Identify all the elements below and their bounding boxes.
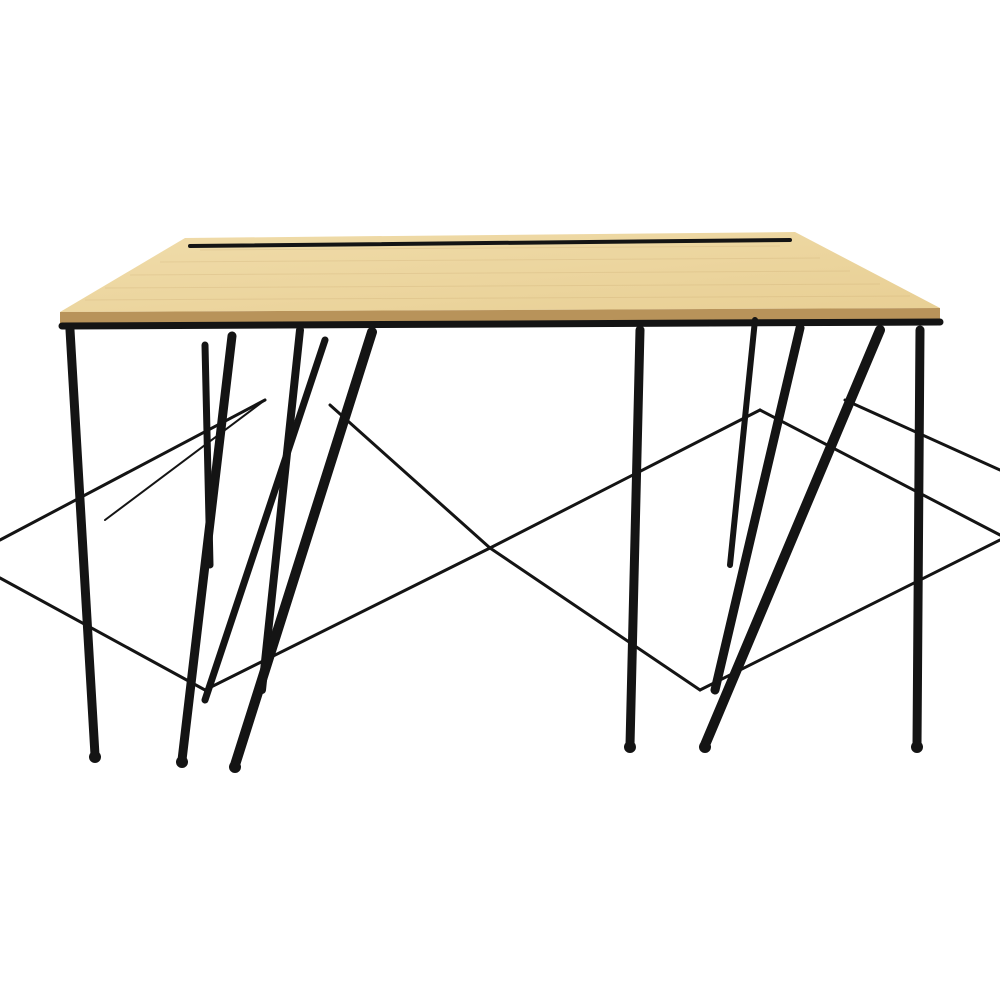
- brace-right-3: [843, 398, 1000, 472]
- brace-mid-3: [488, 546, 702, 692]
- frame-apron-front: [58, 318, 944, 330]
- brace-mid-1: [203, 546, 492, 692]
- brace-right-2: [698, 538, 1000, 692]
- foot-caps: [89, 741, 923, 773]
- foot-cap: [176, 756, 188, 768]
- foot-cap: [911, 741, 923, 753]
- foot-cap: [699, 741, 711, 753]
- leg-center-left: [258, 326, 304, 694]
- brace-mid-4: [488, 408, 762, 550]
- leg-right-a: [710, 323, 805, 695]
- leg-center-a: [230, 327, 377, 770]
- leg-right-center: [625, 325, 645, 750]
- brace-mid-2: [328, 403, 492, 550]
- leg-right-back: [727, 317, 758, 568]
- desktop-surface: [60, 232, 940, 312]
- foot-cap: [624, 741, 636, 753]
- leg-left-back: [201, 341, 214, 569]
- brace-left-3: [104, 399, 266, 521]
- leg-left-front: [65, 325, 100, 760]
- foot-cap: [229, 761, 241, 773]
- leg-right-b: [700, 325, 885, 750]
- metal-frame: [0, 238, 1000, 770]
- foot-cap: [89, 751, 101, 763]
- brace-left-1: [0, 398, 267, 542]
- brace-left-2: [0, 576, 207, 692]
- frame-apron-back: [188, 238, 792, 248]
- wood-grain: [84, 245, 911, 301]
- leg-right-c: [912, 325, 925, 750]
- brace-right-1: [758, 408, 1000, 537]
- leg-center-b: [201, 336, 329, 704]
